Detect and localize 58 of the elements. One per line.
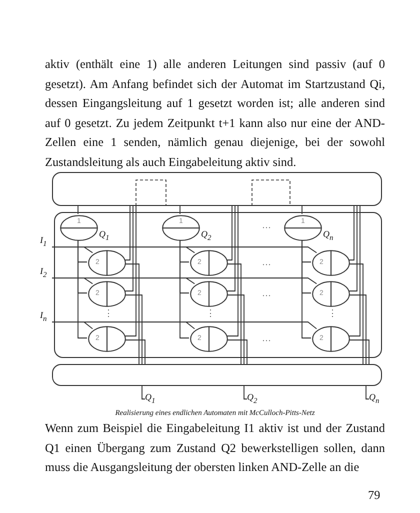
state-neuron	[284, 215, 322, 241]
bus-bar	[52, 172, 382, 206]
wire	[124, 294, 142, 364]
network-frame	[54, 212, 382, 358]
state-name: Q$_{2}$	[247, 392, 258, 406]
and-neuron	[190, 281, 228, 307]
ellipsis-dots: ⋮	[328, 308, 337, 318]
and-neuron	[88, 326, 126, 352]
wire	[226, 206, 232, 260]
input-name: I$_{n}$	[40, 310, 47, 324]
state-neuron	[60, 215, 98, 241]
wire	[348, 340, 370, 364]
paragraph: aktiv (enthält eine 1) alle anderen Leitungen sind passiv (auf 0 gesetzt). Am Anfang befindet sich der Automat im Startzustand Qi, dessen Eingangsleitung auf 1 gesetzt worden ist; alle anderen sind auf 0 gesetzt. Zu jedem Zeitpunkt t+1 kann also nur eine der AND-Zellen eine 1 senden, nämlich genau diejenige, bei der sowohl Zustandsleitung als auch Eingabeleitung aktiv sind.	[45, 56, 385, 171]
state-name: Q$_{2}$	[201, 229, 212, 243]
and-neuron	[190, 326, 228, 352]
wire	[348, 206, 354, 260]
ellipsis-dots: …	[262, 288, 271, 298]
input-name: I$_{1}$	[40, 235, 47, 249]
and-neuron	[312, 281, 350, 307]
ellipsis-dots: …	[262, 220, 271, 230]
state-neuron	[162, 215, 200, 241]
wire	[124, 340, 146, 364]
ellipsis-dots: ⋮	[104, 308, 113, 318]
and-neuron	[88, 250, 126, 276]
and-neuron	[190, 250, 228, 276]
wire	[124, 206, 136, 336]
and-neuron	[312, 326, 350, 352]
state-name: Q$_{n}$	[369, 392, 380, 406]
wire	[366, 386, 370, 400]
wire	[244, 386, 248, 400]
ellipsis-dots: …	[262, 257, 271, 267]
input-name: I$_{2}$	[40, 266, 47, 280]
wire	[180, 240, 190, 338]
wire	[348, 294, 366, 364]
wire	[124, 206, 130, 260]
state-name: Q$_{1}$	[145, 392, 156, 406]
and-neuron	[88, 281, 126, 307]
and-neuron	[312, 250, 350, 276]
page-number: 79	[368, 487, 382, 504]
state-name: Q$_{n}$	[323, 229, 334, 243]
ellipsis-dots: ⋮	[206, 308, 215, 318]
wire	[124, 206, 134, 292]
wire	[78, 240, 88, 338]
wire	[226, 294, 244, 364]
wire	[226, 264, 242, 364]
state-name: Q$_{1}$	[99, 229, 110, 243]
wire	[348, 206, 358, 292]
bus-bar	[52, 364, 382, 386]
wire	[348, 206, 360, 336]
ellipsis-dots: …	[262, 333, 271, 343]
wire	[226, 206, 236, 292]
wire	[226, 206, 238, 336]
wire	[302, 240, 312, 338]
paragraph: Wenn zum Beispiel die Eingabeleitung I1 aktiv ist und der Zustand Q1 einen Übergang zum Zustand Q2 bewerkstelligen sollen, dann muss die Ausgangsleitung der obersten linken AND-Zelle an die	[45, 420, 385, 476]
wire	[226, 340, 248, 364]
wire	[348, 264, 364, 364]
wire	[124, 264, 140, 364]
wire	[142, 386, 146, 400]
